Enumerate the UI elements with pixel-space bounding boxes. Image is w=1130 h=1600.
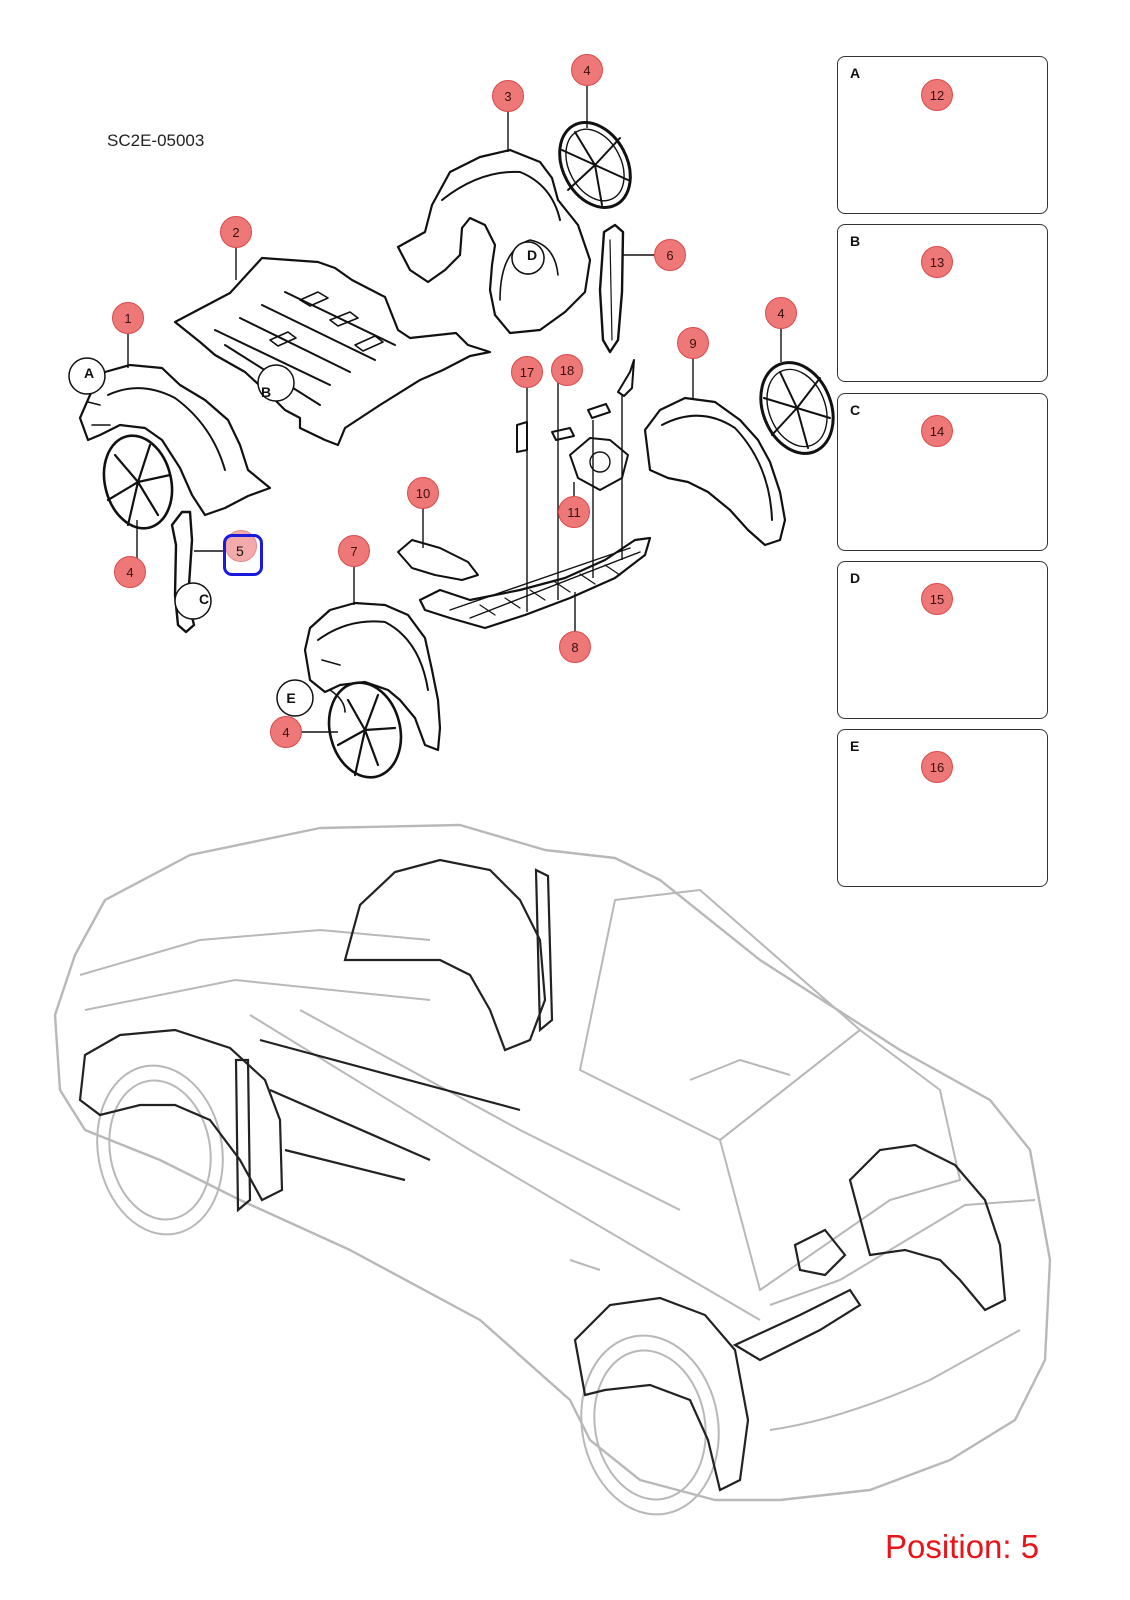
view-circle-a [68, 357, 106, 395]
view-circle-e [276, 679, 314, 717]
callout-badge-12[interactable]: 12 [921, 79, 953, 111]
center-heat-shield [397, 539, 479, 581]
detail-letter-c: C [850, 402, 861, 418]
rear-underbody-tray [418, 536, 652, 630]
front-seal-strip [170, 510, 196, 634]
view-letter-d: D [526, 247, 538, 263]
callout-badge-4-front-left[interactable]: 4 [114, 556, 146, 588]
rear-left-wheel-cover [558, 121, 632, 209]
callout-badge-1[interactable]: 1 [112, 302, 144, 334]
callout-badge-17[interactable]: 17 [511, 356, 543, 388]
detail-letter-d: D [850, 570, 861, 586]
highlighted-callout-frame[interactable] [223, 534, 263, 576]
front-left-wheelhouse-liner [78, 363, 272, 517]
rear-bracket [569, 437, 629, 491]
leader-lines [127, 72, 782, 733]
callout-badge-9[interactable]: 9 [677, 327, 709, 359]
callout-badge-4-rear-right[interactable]: 4 [765, 297, 797, 329]
callout-badge-6[interactable]: 6 [654, 239, 686, 271]
underbody-floor-panel [173, 256, 492, 447]
vehicle-outline [53, 823, 1052, 1516]
figure-code: SC2E-05003 [107, 131, 205, 150]
callout-badge-16[interactable]: 16 [921, 751, 953, 783]
callout-badge-4-front-right[interactable]: 4 [270, 716, 302, 748]
installed-parts [78, 858, 1007, 1492]
callout-badge-2[interactable]: 2 [220, 216, 252, 248]
front-left-wheel-cover [102, 434, 174, 530]
callout-badge-15[interactable]: 15 [921, 583, 953, 615]
callout-badge-13[interactable]: 13 [921, 246, 953, 278]
view-letter-e: E [286, 690, 296, 706]
front-right-wheelhouse-liner [303, 601, 442, 752]
callout-badge-8[interactable]: 8 [559, 631, 591, 663]
rear-left-wheelhouse-liner [396, 148, 592, 335]
callout-badge-10[interactable]: 10 [407, 477, 439, 509]
view-letter-a: A [83, 365, 95, 381]
callout-badge-11[interactable]: 11 [558, 496, 590, 528]
view-circle-c [174, 582, 212, 620]
rear-seal-strip [598, 223, 625, 354]
callout-badge-18[interactable]: 18 [551, 354, 583, 386]
callout-badge-14[interactable]: 14 [921, 415, 953, 447]
front-right-wheel-cover [327, 681, 403, 779]
rear-right-wheel-cover [759, 361, 835, 455]
position-label: Position: 5 [885, 1528, 1040, 1565]
view-letter-b: B [260, 384, 272, 400]
view-letter-c: C [198, 591, 210, 607]
callout-badge-4-rear-left[interactable]: 4 [571, 54, 603, 86]
detail-letter-a: A [850, 65, 861, 81]
callout-badge-7[interactable]: 7 [338, 535, 370, 567]
rear-right-wheelhouse-liner [643, 396, 787, 547]
callout-badge-3[interactable]: 3 [492, 80, 524, 112]
detail-letter-b: B [850, 233, 861, 249]
view-circle-d [511, 241, 545, 275]
view-circle-b [257, 364, 295, 402]
highlighted-callout-number: 5 [236, 543, 244, 559]
detail-letter-e: E [850, 738, 860, 754]
